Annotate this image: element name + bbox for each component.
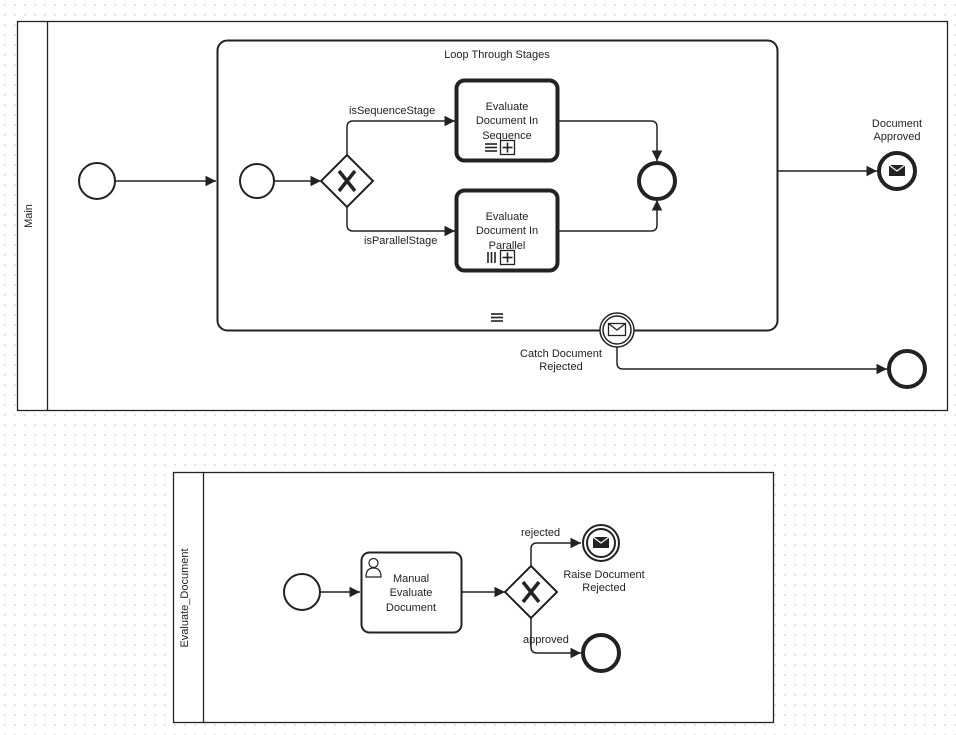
envelope-icon [607, 322, 627, 337]
subprocess-end-event[interactable] [637, 161, 677, 201]
task-manual-line-1: Manual [393, 573, 429, 585]
subprocess-label: Loop Through Stages [444, 49, 550, 61]
user-icon [365, 557, 382, 578]
sequence-flow-is-parallel[interactable] [346, 207, 455, 237]
start-event[interactable] [283, 573, 321, 611]
end-rejected-line-2: Rejected [582, 582, 625, 594]
task-parallel-line-2: Document In [476, 225, 538, 237]
boundary-label-line-1: Catch Document [520, 348, 602, 360]
flow-label-is-parallel: isParallelStage [364, 235, 437, 247]
flow-label-rejected: rejected [521, 527, 560, 539]
task-manual-line-3: Document [386, 602, 436, 614]
sequence-flow[interactable] [559, 120, 663, 161]
sequence-flow[interactable] [559, 200, 663, 232]
sequence-flow-approved[interactable] [530, 618, 581, 659]
task-sequence-line-1: Evaluate [486, 101, 529, 113]
loop-marker-icon [491, 313, 503, 322]
task-sequence-line-3: Sequence [482, 130, 532, 142]
call-activity-evaluate-sequence[interactable]: Evaluate Document In Sequence [454, 78, 560, 163]
sequence-flow-rejected[interactable] [530, 537, 581, 566]
parallel-multi-instance-icon [487, 252, 496, 263]
end-event-rejected[interactable] [887, 349, 927, 389]
flow-label-is-sequence: isSequenceStage [349, 105, 435, 117]
task-sequence-line-2: Document In [476, 115, 538, 127]
start-event[interactable] [78, 162, 116, 200]
flow-label-approved: approved [523, 634, 569, 646]
loop-subprocess[interactable]: Loop Through Stages [216, 39, 779, 332]
task-parallel-line-1: Evaluate [486, 211, 529, 223]
end-approved-line-1: Document [872, 118, 922, 130]
end-event-raise-document-rejected[interactable]: Raise Document Rejected [563, 524, 645, 594]
envelope-icon [592, 536, 610, 548]
sequence-flow-is-sequence[interactable] [346, 115, 455, 155]
envelope-icon [888, 164, 906, 176]
end-event-document-approved[interactable]: Document Approved [872, 118, 922, 191]
end-rejected-line-1: Raise Document [563, 569, 644, 581]
exclusive-gateway-x-icon [337, 169, 357, 193]
end-event-approved[interactable] [581, 633, 621, 673]
pool-main-label: Main [23, 204, 35, 228]
boundary-label-line-2: Rejected [539, 361, 582, 373]
boundary-event-catch-document-rejected[interactable]: Catch Document Rejected [520, 312, 635, 373]
call-activity-evaluate-parallel[interactable]: Evaluate Document In Parallel [454, 188, 560, 273]
end-approved-line-2: Approved [873, 131, 920, 143]
task-manual-line-2: Evaluate [390, 587, 433, 599]
subprocess-start-event[interactable] [239, 163, 275, 199]
user-task-manual-evaluate-document[interactable]: Manual Evaluate Document [360, 551, 463, 634]
pool-evaluate-label: Evaluate_Document [179, 548, 191, 647]
collapsed-subprocess-plus-icon [499, 139, 516, 156]
collapsed-subprocess-plus-icon [499, 249, 516, 266]
exclusive-gateway-x-icon [521, 580, 541, 604]
sequential-multi-instance-icon [485, 143, 497, 152]
sequence-flow[interactable] [616, 347, 887, 375]
task-parallel-line-3: Parallel [489, 240, 526, 252]
pool-evaluate-document[interactable]: Evaluate_Document [172, 471, 775, 724]
